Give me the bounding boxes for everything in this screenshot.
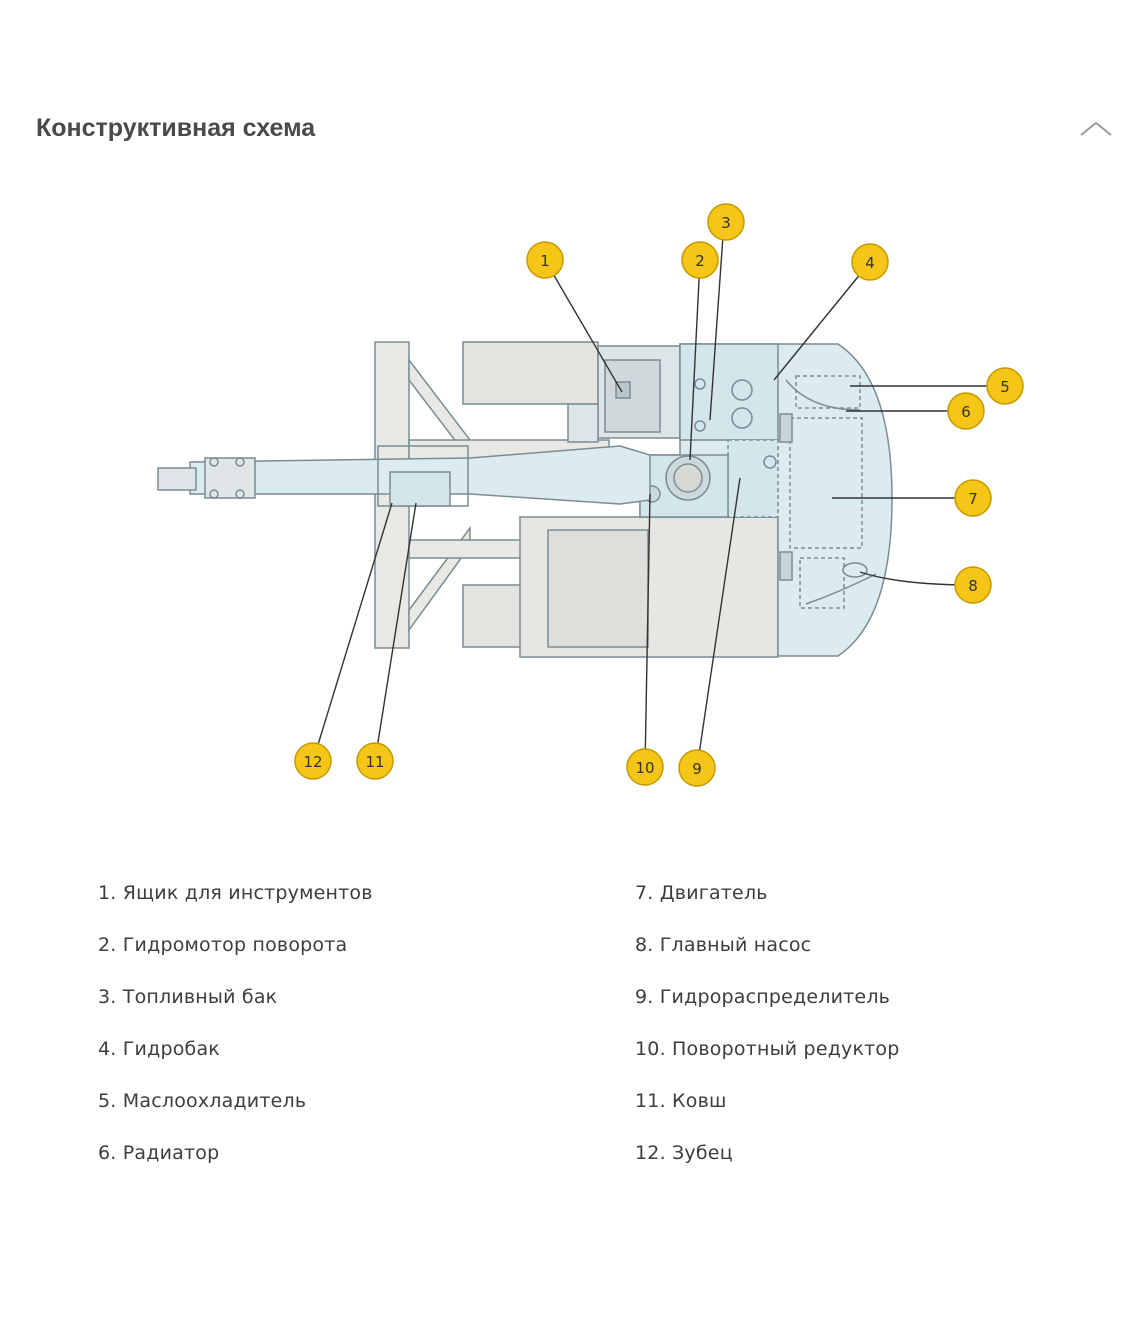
- callouts: 1 2 3 4 5 6 7 8 9 10 11 12: [294, 203, 1024, 787]
- track-lower: [462, 584, 524, 648]
- legend-item: 8. Главный насос: [635, 934, 812, 956]
- svg-text:11: 11: [365, 753, 384, 771]
- track-upper: [462, 341, 599, 405]
- legend-right: 7. Двигатель 8. Главный насос 9. Гидрора…: [635, 882, 900, 1194]
- svg-text:8: 8: [968, 577, 978, 595]
- legend-item: 5. Маслоохладитель: [98, 1090, 307, 1112]
- callout-9: 9: [678, 749, 716, 787]
- legend-item: 11. Ковш: [635, 1090, 727, 1112]
- svg-text:12: 12: [303, 753, 322, 771]
- legend-item: 2. Гидромотор поворота: [98, 934, 348, 956]
- leader-lines: [312, 221, 1004, 769]
- svg-text:9: 9: [692, 760, 702, 778]
- callout-6: 6: [947, 392, 985, 430]
- svg-text:10: 10: [635, 759, 654, 777]
- svg-text:3: 3: [721, 214, 731, 232]
- callout-5: 5: [986, 367, 1024, 405]
- svg-text:5: 5: [1000, 378, 1010, 396]
- chevron-up-icon[interactable]: [1078, 118, 1114, 140]
- legend-item: 7. Двигатель: [635, 882, 768, 904]
- excavator-diagram: 1 2 3 4 5 6 7 8 9 10 11 12: [157, 203, 1024, 787]
- legend-item: 4. Гидробак: [98, 1038, 220, 1060]
- callout-12: 12: [294, 742, 332, 780]
- callout-1: 1: [526, 241, 564, 279]
- svg-text:6: 6: [961, 403, 971, 421]
- callout-11: 11: [356, 742, 394, 780]
- legend-item: 6. Радиатор: [98, 1142, 220, 1164]
- callout-4: 4: [851, 243, 889, 281]
- legend-item: 10. Поворотный редуктор: [635, 1038, 900, 1060]
- legend-item: 12. Зубец: [635, 1142, 733, 1164]
- callout-7: 7: [954, 479, 992, 517]
- legend-item: 3. Топливный бак: [98, 986, 278, 1008]
- callout-2: 2: [681, 241, 719, 279]
- legend-item: 9. Гидрораспределитель: [635, 986, 891, 1008]
- svg-text:7: 7: [968, 490, 978, 508]
- callout-10: 10: [626, 748, 664, 786]
- svg-text:2: 2: [695, 252, 705, 270]
- svg-text:4: 4: [865, 254, 875, 272]
- callout-8: 8: [954, 566, 992, 604]
- section-title: Конструктивная схема: [36, 114, 316, 142]
- legend-item: 1. Ящик для инструментов: [98, 882, 373, 904]
- svg-text:1: 1: [540, 252, 550, 270]
- callout-3: 3: [707, 203, 745, 241]
- excavator-drawing: [157, 341, 893, 658]
- legend-left: 1. Ящик для инструментов 2. Гидромотор п…: [98, 882, 373, 1194]
- bucket: [157, 457, 256, 499]
